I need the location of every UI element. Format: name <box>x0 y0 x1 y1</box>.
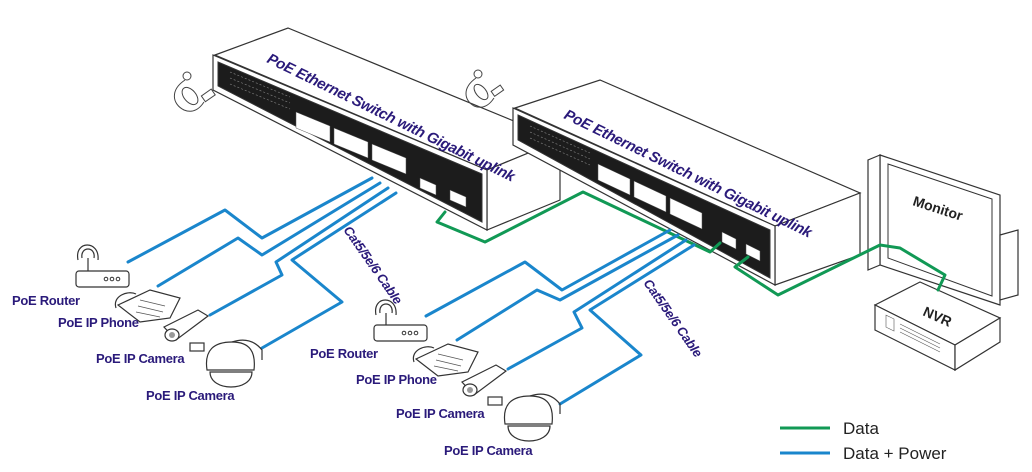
monitor-screen <box>887 163 993 297</box>
monitor: Monitor <box>867 154 1019 306</box>
phone-icon <box>412 343 479 377</box>
label-router-1: PoE Router <box>12 293 80 308</box>
label-camera-2: PoE IP Camera <box>396 406 485 421</box>
device-group-1: PoE Router PoE IP Phone PoE IP Camera P <box>12 244 263 403</box>
switch-1-ports <box>295 111 467 208</box>
camera-icon <box>163 309 210 352</box>
switch-2-led-grid <box>529 125 591 166</box>
cable-label-1: Cat5/5e/6 Cable <box>341 223 406 307</box>
power-cable-dome-1 <box>260 191 398 350</box>
power-cord-icon <box>173 71 216 112</box>
power-cables-group-2 <box>424 228 696 406</box>
router-icon <box>75 244 130 288</box>
power-cable-phone-1 <box>156 181 382 288</box>
data-cables <box>435 190 947 297</box>
switch-1-led-grid <box>229 71 291 110</box>
data-cable-uplink-1 <box>435 190 722 254</box>
label-phone-1: PoE IP Phone <box>58 315 139 330</box>
power-cable-router-2 <box>424 228 672 318</box>
power-cable-camera-1 <box>208 186 390 317</box>
phone-icon <box>114 289 181 323</box>
power-cable-dome-2 <box>558 243 696 406</box>
legend-label-data: Data <box>843 419 879 438</box>
device-group-2: PoE Router PoE IP Phone PoE IP Camera Po… <box>310 299 561 458</box>
dome-camera-icon <box>503 393 561 442</box>
dome-camera-icon <box>205 339 263 388</box>
data-cable-uplink-2 <box>733 243 947 297</box>
power-cables-group-1 <box>126 176 398 350</box>
power-cable-router-1 <box>126 176 374 264</box>
label-router-2: PoE Router <box>310 346 378 361</box>
power-cable-phone-2 <box>455 233 680 342</box>
label-phone-2: PoE IP Phone <box>356 372 437 387</box>
nvr: NVR <box>873 281 1002 372</box>
switch-2: PoE Ethernet Switch with Gigabit uplink <box>512 79 862 287</box>
legend: Data Data + Power <box>780 419 947 463</box>
switch-2-ports <box>597 163 761 262</box>
cable-label-2: Cat5/5e/6 Cable <box>641 276 706 360</box>
label-camera-1: PoE IP Camera <box>96 351 185 366</box>
power-cord-icon <box>465 69 505 108</box>
power-cable-camera-2 <box>506 238 688 371</box>
label-dome-2: PoE IP Camera <box>444 443 533 458</box>
camera-icon <box>461 364 508 406</box>
label-dome-1: PoE IP Camera <box>146 388 235 403</box>
legend-label-data-power: Data + Power <box>843 444 947 463</box>
router-icon <box>373 299 428 342</box>
nvr-side <box>954 316 1001 372</box>
